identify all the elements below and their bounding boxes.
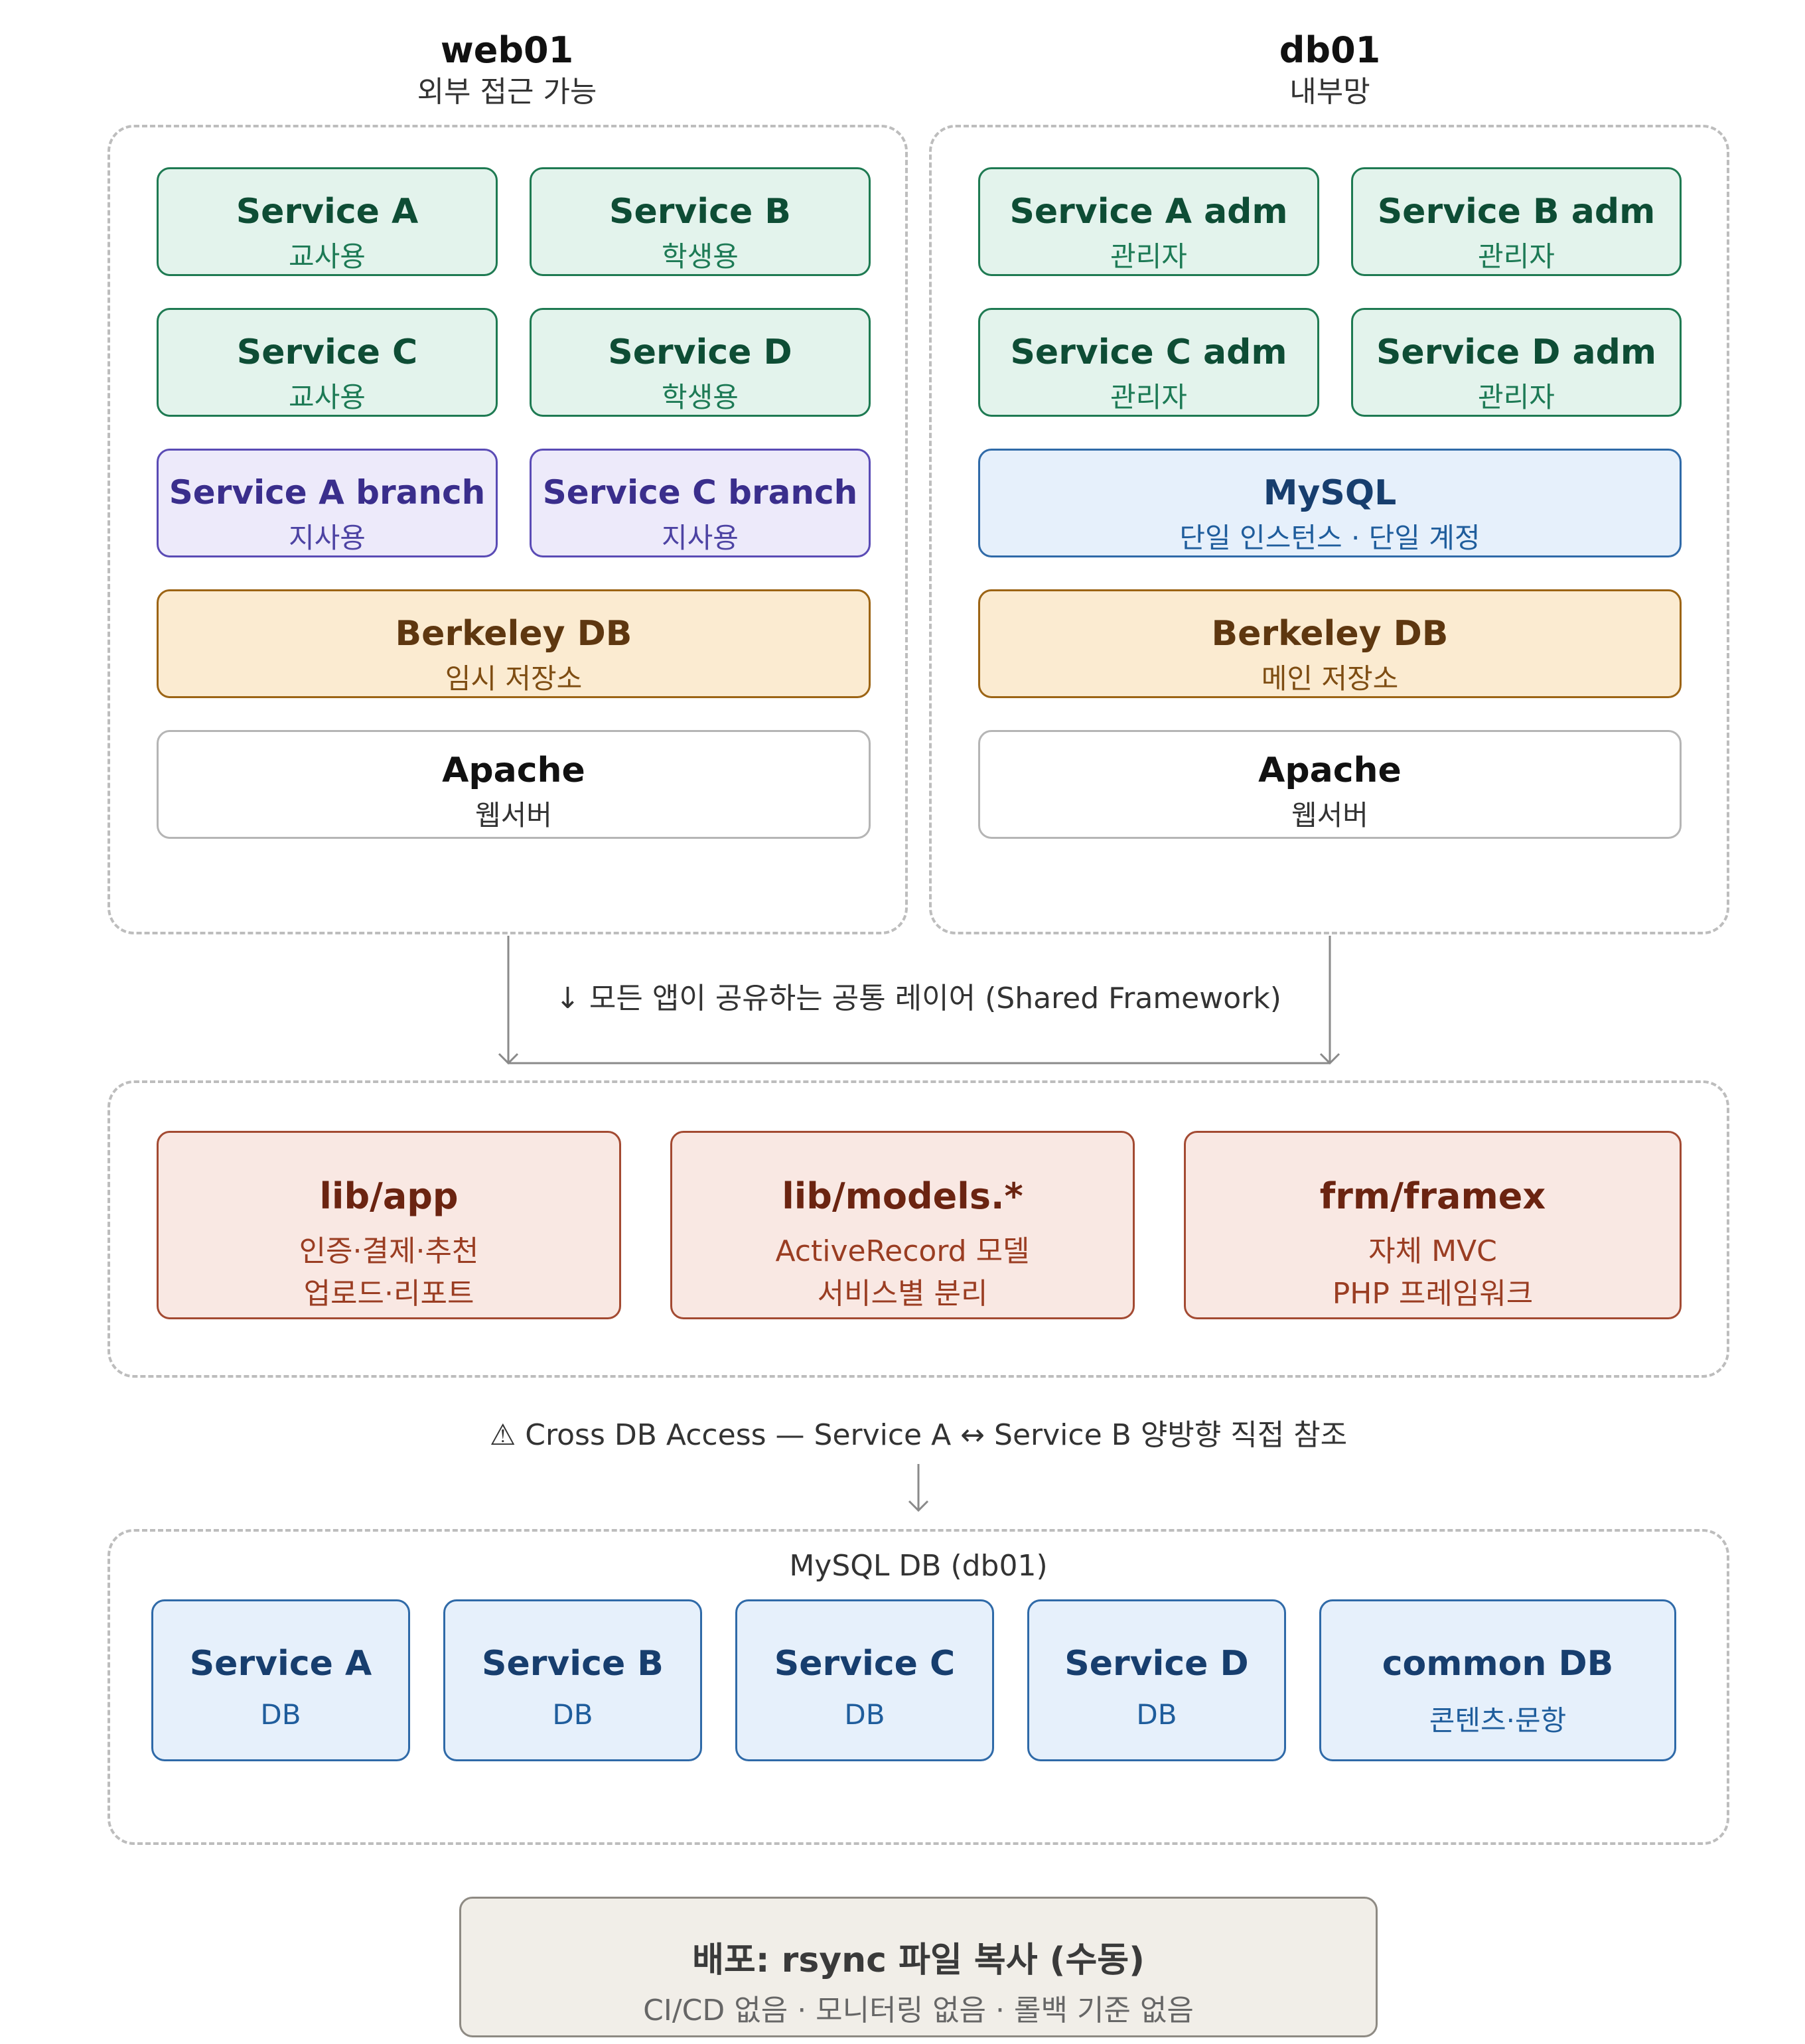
mysql-db-panel <box>108 1529 1729 1845</box>
box-title: Berkeley DB <box>395 614 632 654</box>
web-service-a-branch-box: Service A branch 지사용 <box>157 449 498 557</box>
box-title: lib/app <box>319 1175 459 1217</box>
box-subtitle: 학생용 <box>662 381 739 413</box>
frm-framex-box: frm/framex 자체 MVC PHP 프레임워크 <box>1184 1131 1682 1319</box>
box-title: Berkeley DB <box>1211 614 1449 654</box>
cross-db-arrowhead <box>908 1500 929 1512</box>
db-service-b-db-box: Service B DB <box>443 1599 702 1761</box>
db-service-a-db-box: Service A DB <box>151 1599 410 1761</box>
web01-subtitle: 외부 접근 가능 <box>417 75 597 109</box>
box-subtitle: 교사용 <box>289 240 366 273</box>
web01-panel <box>108 125 908 934</box>
box-title: Service C <box>774 1644 956 1684</box>
db01-title: db01 <box>1279 29 1381 71</box>
box-line-2: 서비스별 분리 <box>817 1277 988 1311</box>
box-title: Service B <box>482 1644 664 1684</box>
box-subtitle: DB <box>552 1698 593 1731</box>
box-title: Service D <box>608 332 792 372</box>
box-title: Service B adm <box>1377 192 1656 232</box>
web-service-b-box: Service B 학생용 <box>530 167 871 276</box>
box-subtitle: 교사용 <box>289 381 366 413</box>
box-subtitle: 관리자 <box>1478 240 1555 273</box>
box-title: frm/framex <box>1319 1175 1546 1217</box>
box-subtitle: 관리자 <box>1110 240 1187 273</box>
box-title: common DB <box>1382 1644 1614 1684</box>
web-berkeley-db-box: Berkeley DB 임시 저장소 <box>157 589 871 698</box>
db-service-d-db-box: Service D DB <box>1027 1599 1286 1761</box>
box-line-2: PHP 프레임워크 <box>1332 1277 1534 1311</box>
box-subtitle: DB <box>1136 1698 1177 1731</box>
box-subtitle: 지사용 <box>289 522 366 554</box>
db-service-a-adm-box: Service A adm 관리자 <box>978 167 1319 276</box>
box-title: Apache <box>442 751 585 790</box>
box-title: Service D adm <box>1376 332 1657 372</box>
box-title: Service A <box>236 192 419 232</box>
db-service-c-adm-box: Service C adm 관리자 <box>978 308 1319 417</box>
box-title: Service A adm <box>1009 192 1288 232</box>
box-line-1: 자체 MVC <box>1368 1234 1497 1268</box>
box-subtitle: 웹서버 <box>475 799 552 832</box>
box-subtitle: 콘텐츠·문항 <box>1429 1704 1567 1737</box>
box-subtitle: 관리자 <box>1478 381 1555 413</box>
web-service-d-box: Service D 학생용 <box>530 308 871 417</box>
web-apache-box: Apache 웹서버 <box>157 730 871 839</box>
db-mysql-box: MySQL 단일 인스턴스 · 단일 계정 <box>978 449 1682 557</box>
shared-layer-label: ↓ 모든 앱이 공유하는 공통 레이어 (Shared Framework) <box>555 982 1281 1015</box>
box-subtitle: DB <box>844 1698 885 1731</box>
box-title: Service A <box>189 1644 372 1684</box>
lib-models-box: lib/models.* ActiveRecord 모델 서비스별 분리 <box>670 1131 1135 1319</box>
box-subtitle: 관리자 <box>1110 381 1187 413</box>
box-line-1: 인증·결제·추천 <box>299 1234 479 1268</box>
box-subtitle: 임시 저장소 <box>445 662 583 695</box>
deploy-box: 배포: rsync 파일 복사 (수동) CI/CD 없음 · 모니터링 없음 … <box>459 1897 1378 2037</box>
db01-arrowhead <box>1319 1053 1340 1065</box>
web-service-a-box: Service A 교사용 <box>157 167 498 276</box>
web-service-c-box: Service C 교사용 <box>157 308 498 417</box>
box-title: Service C branch <box>542 473 858 512</box>
box-line-1: ActiveRecord 모델 <box>775 1234 1030 1268</box>
common-db-box: common DB 콘텐츠·문항 <box>1319 1599 1676 1761</box>
db-berkeley-db-box: Berkeley DB 메인 저장소 <box>978 589 1682 698</box>
box-title: Service A branch <box>169 473 486 512</box>
db-service-c-db-box: Service C DB <box>735 1599 994 1761</box>
web01-arrowhead <box>498 1053 519 1065</box>
db-apache-box: Apache 웹서버 <box>978 730 1682 839</box>
box-title: Service D <box>1064 1644 1249 1684</box>
cross-db-warning: ⚠ Cross DB Access — Service A ↔ Service … <box>489 1418 1348 1452</box>
box-title: MySQL <box>1263 473 1397 513</box>
box-title: lib/models.* <box>782 1175 1023 1217</box>
box-title: Service C <box>236 332 418 372</box>
box-subtitle: 웹서버 <box>1291 799 1368 832</box>
box-subtitle: 지사용 <box>662 522 739 554</box>
box-title: Service B <box>609 192 791 232</box>
shared-framework-panel <box>108 1080 1729 1378</box>
box-title: Apache <box>1258 751 1402 790</box>
deploy-title: 배포: rsync 파일 복사 (수동) <box>692 1940 1145 1980</box>
deploy-subtitle: CI/CD 없음 · 모니터링 없음 · 롤백 기준 없음 <box>643 1994 1194 2027</box>
box-subtitle: 메인 저장소 <box>1261 662 1399 695</box>
db01-panel <box>929 125 1729 934</box>
db01-subtitle: 내부망 <box>1289 75 1370 109</box>
lib-app-box: lib/app 인증·결제·추천 업로드·리포트 <box>157 1131 621 1319</box>
box-line-2: 업로드·리포트 <box>303 1277 474 1311</box>
db-service-b-adm-box: Service B adm 관리자 <box>1351 167 1682 276</box>
web-service-c-branch-box: Service C branch 지사용 <box>530 449 871 557</box>
db-service-d-adm-box: Service D adm 관리자 <box>1351 308 1682 417</box>
box-subtitle: 학생용 <box>662 240 739 273</box>
box-title: Service C adm <box>1010 332 1287 372</box>
box-subtitle: DB <box>260 1698 301 1731</box>
web01-title: web01 <box>440 29 574 71</box>
mysql-db-title: MySQL DB (db01) <box>789 1549 1048 1583</box>
box-subtitle: 단일 인스턴스 · 단일 계정 <box>1179 522 1480 554</box>
